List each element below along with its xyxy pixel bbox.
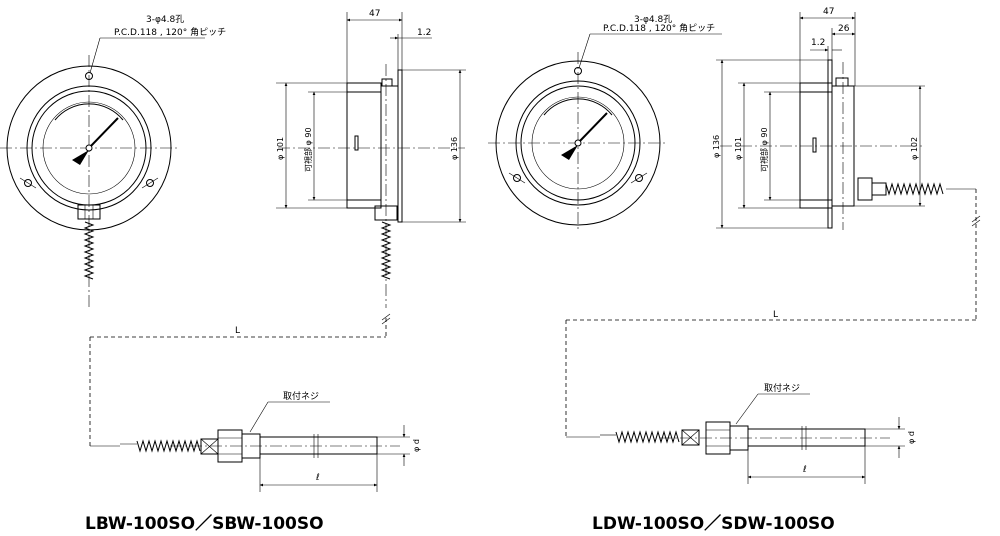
left-dim-view90: 可視部 φ 90 [303, 127, 313, 172]
right-thread-label: 取付ネジ [764, 383, 800, 394]
right-front-view [488, 52, 668, 232]
mount-hole-top-icon [85, 72, 93, 80]
mount-hole-top-icon [574, 67, 582, 75]
left-hole-note: 3-φ4.8孔 [146, 14, 184, 25]
mount-hole-left-icon [508, 172, 526, 184]
right-dim-l: ℓ [802, 465, 807, 475]
right-dim-26: 26 [838, 24, 850, 34]
left-capillary-sensor [89, 313, 410, 492]
left-model-title: LBW-100SO／SBW-100SO [85, 513, 324, 534]
mount-hole-right-icon [630, 172, 648, 184]
left-dim-47: 47 [369, 9, 380, 19]
left-dim-136: φ 136 [450, 137, 459, 160]
left-thread-label: 取付ネジ [283, 391, 319, 402]
left-side-view [276, 12, 466, 308]
mount-hole-right-icon [141, 177, 159, 189]
left-dim-L: L [235, 326, 240, 336]
right-dim-d: φ d [907, 431, 916, 444]
right-dim-L: L [773, 310, 778, 320]
right-dim-136: φ 136 [712, 135, 721, 158]
right-dim-view90: 可視部 φ 90 [759, 127, 769, 172]
right-pcd-note: P.C.D.118 , 120° 角ピッチ [603, 22, 715, 34]
right-dim-101: φ 101 [734, 137, 743, 160]
right-side-view [716, 12, 976, 230]
left-dim-d: φ d [412, 439, 421, 452]
right-hole-note: 3-φ4.8孔 [634, 14, 672, 25]
right-dim-47: 47 [823, 7, 834, 17]
right-dim-1-2: 1.2 [811, 38, 825, 48]
mount-hole-left-icon [19, 177, 37, 189]
left-dim-1-2: 1.2 [417, 28, 431, 38]
left-dim-101: φ 101 [276, 137, 285, 160]
left-dim-l: ℓ [315, 473, 320, 483]
right-capillary-sensor [565, 189, 981, 484]
right-model-title: LDW-100SO／SDW-100SO [592, 513, 835, 534]
right-dim-102: φ 102 [910, 137, 919, 160]
left-pcd-note: P.C.D.118 , 120° 角ピッチ [114, 26, 226, 38]
left-front-view [0, 55, 178, 308]
